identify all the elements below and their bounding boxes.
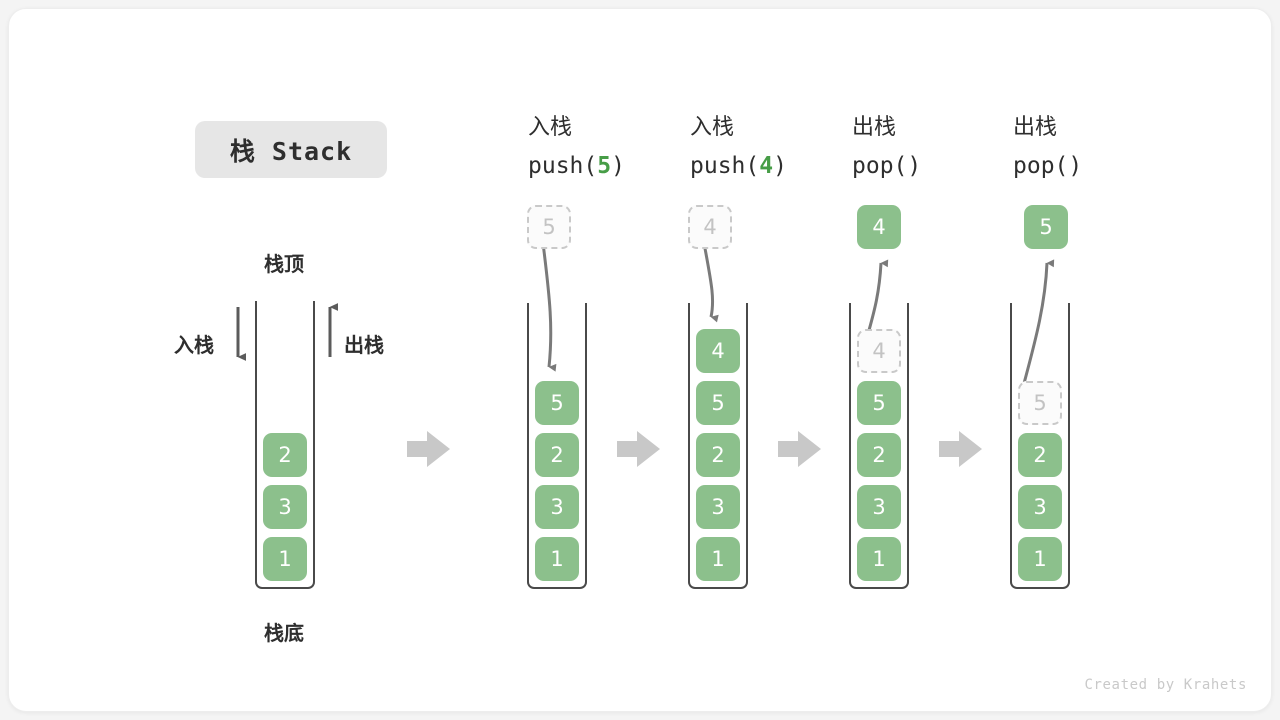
stack-cell: 5 xyxy=(696,381,740,425)
stack-cell: 2 xyxy=(1018,433,1062,477)
stack-cell: 3 xyxy=(263,485,307,529)
stack-bottom-label: 栈底 xyxy=(264,621,304,645)
floating-element-ghost: 5 xyxy=(527,205,571,249)
popped-element: 4 xyxy=(857,205,901,249)
stack-cell: 2 xyxy=(535,433,579,477)
step-heading-code: push(4) xyxy=(690,153,787,179)
popped-element: 5 xyxy=(1024,205,1068,249)
transition-arrow-1 xyxy=(407,431,450,467)
transition-arrow-2 xyxy=(617,431,660,467)
stack-cell: 1 xyxy=(1018,537,1062,581)
pop-label: 出栈 xyxy=(344,333,384,357)
diagram-title-chip: 栈 Stack xyxy=(195,121,387,178)
stack-tube-pop-1 xyxy=(849,303,909,589)
stack-cell: 3 xyxy=(535,485,579,529)
credit-text: Created by Krahets xyxy=(1084,677,1247,693)
step-heading-cn: 出栈 xyxy=(852,115,897,140)
step-heading-cn: 入栈 xyxy=(690,115,735,140)
stack-tube-push-5 xyxy=(527,303,587,589)
step-heading-arg: 4 xyxy=(759,153,774,179)
stack-cell: 2 xyxy=(263,433,307,477)
step-heading-code: pop() xyxy=(852,153,922,179)
stack-cell-removed: 4 xyxy=(857,329,901,373)
transition-arrow-3 xyxy=(778,431,821,467)
stack-cell: 3 xyxy=(1018,485,1062,529)
step-heading-code: push(5) xyxy=(528,153,625,179)
stack-cell: 1 xyxy=(857,537,901,581)
stack-cell: 5 xyxy=(857,381,901,425)
stack-cell-removed: 5 xyxy=(1018,381,1062,425)
floating-element-ghost: 4 xyxy=(688,205,732,249)
stack-cell: 2 xyxy=(857,433,901,477)
step-heading-push-4: 入栈 push(4) xyxy=(690,109,787,185)
stack-cell: 2 xyxy=(696,433,740,477)
stack-cell: 3 xyxy=(857,485,901,529)
connector-overlay xyxy=(236,242,1055,467)
stack-tube-initial xyxy=(255,301,315,589)
step-heading-pop-2: 出栈 pop() xyxy=(1013,109,1082,185)
stack-cell: 4 xyxy=(696,329,740,373)
step-heading-arg: 5 xyxy=(597,153,612,179)
diagram-card: 栈 Stack xyxy=(8,8,1272,712)
page-title: 栈 Stack xyxy=(229,136,353,166)
stack-tube-push-4 xyxy=(688,303,748,589)
stack-cell: 1 xyxy=(535,537,579,581)
step-heading-pop-1: 出栈 pop() xyxy=(852,109,921,185)
transition-arrow-4 xyxy=(939,431,982,467)
step-heading-cn: 入栈 xyxy=(528,115,573,140)
push-label: 入栈 xyxy=(174,333,214,357)
stack-cell: 3 xyxy=(696,485,740,529)
step-heading-cn: 出栈 xyxy=(1013,115,1058,140)
stack-top-label: 栈顶 xyxy=(264,252,304,276)
stack-cell: 1 xyxy=(263,537,307,581)
stack-tube-pop-2 xyxy=(1010,303,1070,589)
step-heading-push-5: 入栈 push(5) xyxy=(528,109,625,185)
stack-cell: 5 xyxy=(535,381,579,425)
stack-cell: 1 xyxy=(696,537,740,581)
step-heading-code: pop() xyxy=(1013,153,1083,179)
